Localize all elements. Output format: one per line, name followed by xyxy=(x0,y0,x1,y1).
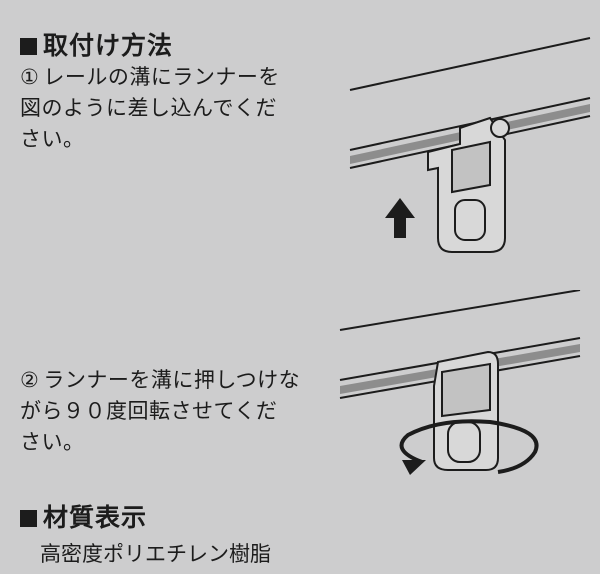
square-bullet-icon xyxy=(20,510,37,527)
material-text: 高密度ポリエチレン樹脂 xyxy=(40,542,271,566)
material-title: 材質表示 xyxy=(43,503,148,532)
illustration-insert-runner xyxy=(349,37,591,253)
illustration-rotate-runner xyxy=(339,290,581,475)
step-2-text: ランナーを溝に押しつけな がら９０度回転させてくだ さい。 xyxy=(20,368,301,454)
step-1-text: レールの溝にランナーを 図のように差し込んでくだ さい。 xyxy=(20,65,280,151)
square-bullet-icon xyxy=(20,38,37,55)
section-heading-installation: 取付け方法 xyxy=(20,26,173,62)
section-heading-material: 材質表示 xyxy=(20,498,147,534)
up-arrow-icon xyxy=(385,198,415,238)
runner-part xyxy=(427,116,510,253)
step-2-number: ② xyxy=(20,368,40,392)
step-1-number: ① xyxy=(20,65,40,89)
installation-title: 取付け方法 xyxy=(43,31,174,60)
rotate-arrow-icon xyxy=(399,419,539,475)
runner-part xyxy=(433,350,499,471)
